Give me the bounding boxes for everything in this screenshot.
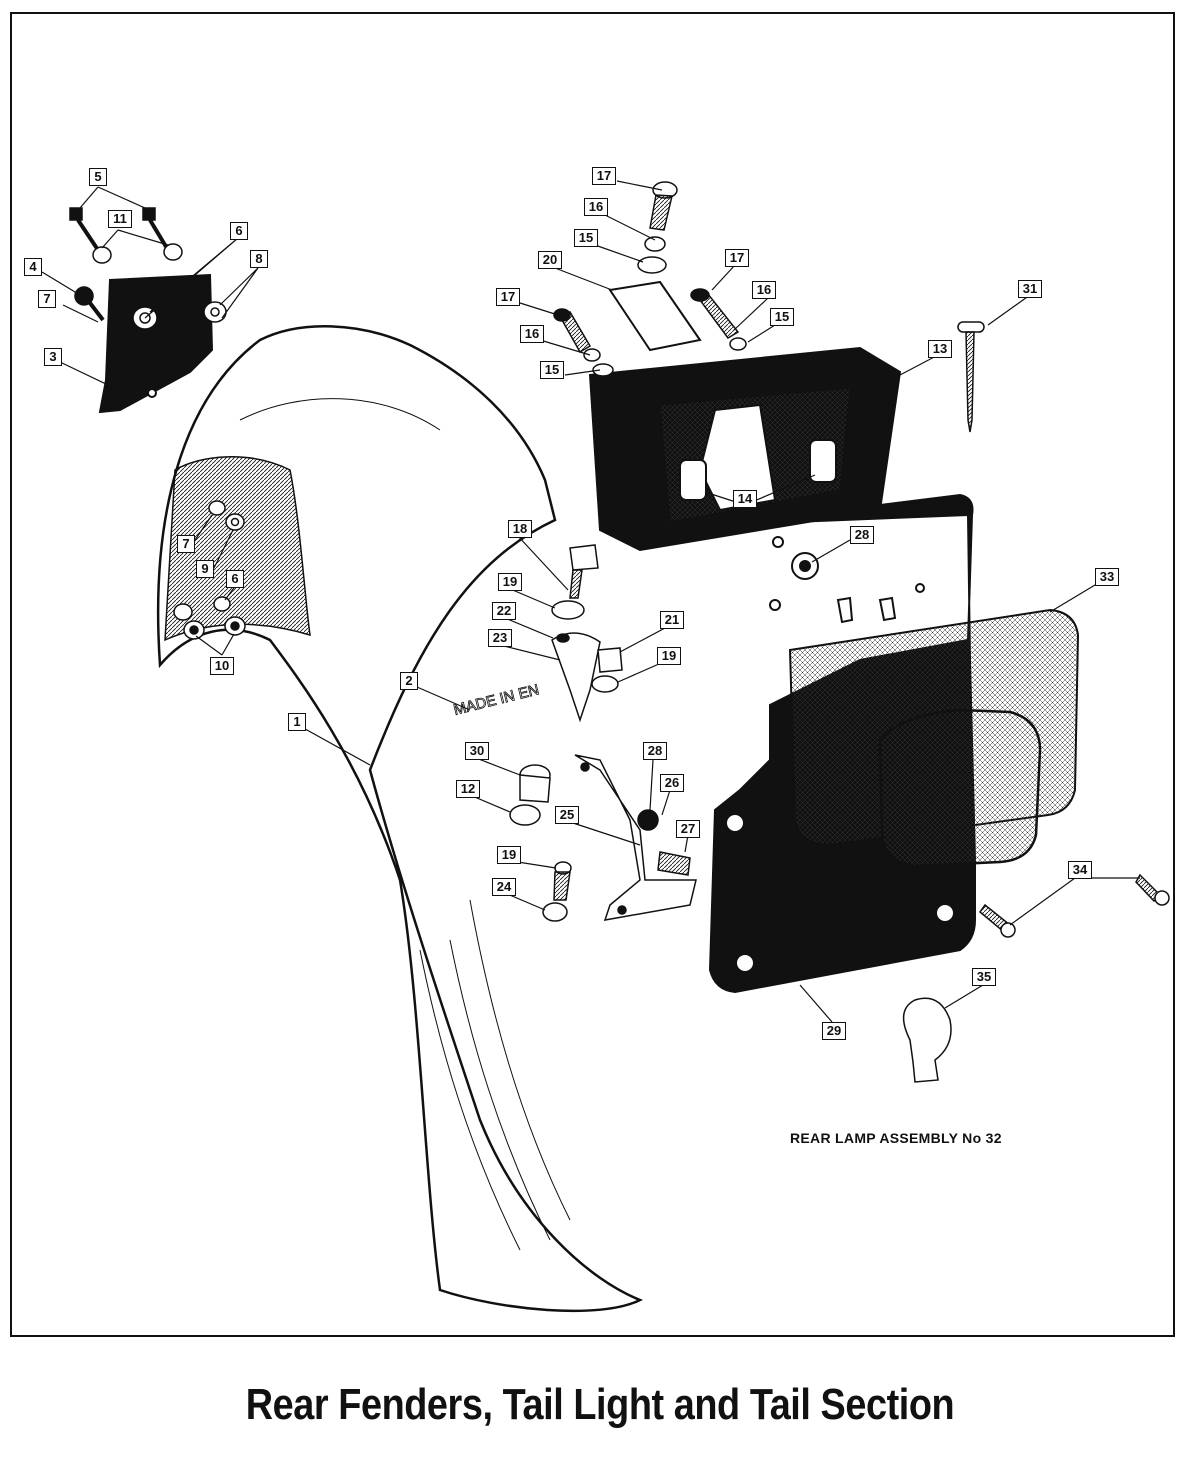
lamp-nail [957,321,985,433]
callout-11: 11 [108,210,132,228]
callout-15c: 15 [540,361,564,379]
assembly-label: REAR LAMP ASSEMBLY No 32 [790,1130,1002,1146]
callout-16b: 16 [752,281,776,299]
callout-19b: 19 [657,647,681,665]
callout-3: 3 [44,348,62,366]
callout-20: 20 [538,251,562,269]
fender-stamp: MADE IN EN [451,681,541,719]
callout-30: 30 [465,742,489,760]
fender-bracket [98,273,214,414]
callout-12: 12 [456,780,480,798]
callout-24: 24 [492,878,516,896]
callout-17c: 17 [496,288,520,306]
callout-8: 8 [250,250,268,268]
callout-16a: 16 [584,198,608,216]
callout-31: 31 [1018,280,1042,298]
callout-29: 29 [822,1022,846,1040]
callout-34: 34 [1068,861,1092,879]
callout-21: 21 [660,611,684,629]
leader-lines [41,180,1140,1023]
callout-2: 2 [400,672,418,690]
lens-screws [978,873,1170,938]
callout-15a: 15 [574,229,598,247]
callout-7b: 7 [177,535,195,553]
callout-26: 26 [660,774,684,792]
callout-4: 4 [24,258,42,276]
callout-19a: 19 [498,573,522,591]
callout-13: 13 [928,340,952,358]
diagram-frame [10,12,1175,1337]
tail-lamp-lens [788,608,1080,868]
callout-19c: 19 [497,846,521,864]
inner-fender-hardware [173,500,246,640]
callout-25: 25 [555,806,579,824]
callout-17a: 17 [592,167,616,185]
callout-7a: 7 [38,290,56,308]
bracket-bolts [69,207,227,330]
callout-28a: 28 [850,526,874,544]
tail-lamp-body [588,280,902,552]
lamp-screws [553,181,747,377]
callout-28b: 28 [643,742,667,760]
callout-22: 22 [492,602,516,620]
callout-5: 5 [89,168,107,186]
callout-10: 10 [210,657,234,675]
callout-27: 27 [676,820,700,838]
clamp-hardware [509,544,697,922]
callout-9: 9 [196,560,214,578]
page-caption: Rear Fenders, Tail Light and Tail Sectio… [245,1380,955,1429]
callout-14: 14 [733,490,757,508]
callout-17b: 17 [725,249,749,267]
callout-23: 23 [488,629,512,647]
callout-33: 33 [1095,568,1119,586]
callout-15b: 15 [770,308,794,326]
lamp-bulb [902,997,952,1083]
callout-35: 35 [972,968,996,986]
callout-1: 1 [288,713,306,731]
fender-stamp-text: MADE IN EN [452,681,541,719]
callout-18: 18 [508,520,532,538]
callout-6a: 6 [230,222,248,240]
callout-6b: 6 [226,570,244,588]
callout-16c: 16 [520,325,544,343]
